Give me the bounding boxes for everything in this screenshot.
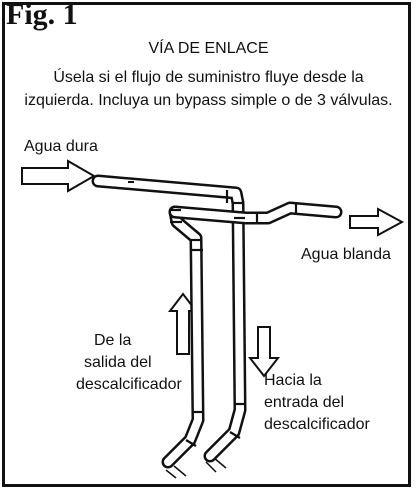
- pipe-fittings: [170, 190, 298, 447]
- to-inlet-line-1: Hacia la: [264, 372, 322, 389]
- diagram-title: VÍA DE ENLACE: [148, 40, 269, 57]
- diagram-description: Úsela si el flujo de suministro fluye de…: [0, 66, 417, 112]
- to-inlet-line-3: descalcificador: [264, 416, 370, 433]
- supply-pipe: [91, 174, 247, 463]
- soft-water-arrow-icon: [349, 207, 405, 237]
- to-softener-inlet-label: Hacia la entrada del descalcificador: [264, 370, 370, 436]
- bypass-pipe: [161, 201, 343, 469]
- ground-hatching: [165, 457, 227, 479]
- from-outlet-line-1: De la: [94, 332, 132, 349]
- soft-water-label: Agua blanda: [301, 246, 391, 263]
- description-line-2: izquierda. Incluya un bypass simple o de…: [24, 92, 393, 109]
- up-arrow-icon: [167, 292, 199, 355]
- figure-frame: [2, 2, 411, 487]
- figure-label: Fig. 1: [6, 0, 78, 31]
- hard-water-label: Agua dura: [24, 138, 98, 155]
- from-outlet-line-2: salida del: [84, 354, 152, 371]
- hard-water-arrow-icon: [21, 159, 97, 193]
- from-softener-outlet-label: De la salida del descalcificador: [76, 330, 182, 396]
- down-arrow-icon: [247, 326, 281, 378]
- from-outlet-line-3: descalcificador: [76, 376, 182, 393]
- description-line-1: Úsela si el flujo de suministro fluye de…: [53, 69, 364, 86]
- to-inlet-line-2: entrada del: [264, 394, 345, 411]
